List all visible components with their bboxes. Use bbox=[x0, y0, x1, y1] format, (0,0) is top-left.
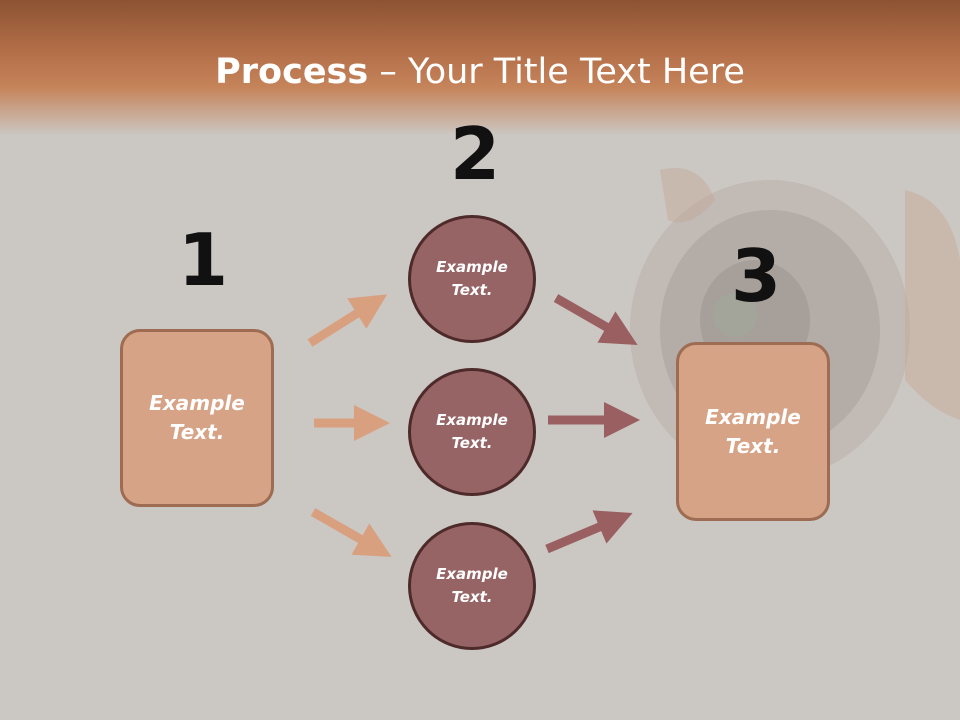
middle-node-top-label: Example Text. bbox=[436, 258, 508, 299]
slide-title: Process – Your Title Text Here bbox=[0, 52, 960, 92]
step-3-box: Example Text. bbox=[676, 342, 830, 521]
step-number-2: 2 bbox=[450, 112, 501, 196]
arrow-2a-to-3 bbox=[553, 294, 638, 345]
step-1-label: Example Text. bbox=[149, 391, 245, 444]
step-1-box: Example Text. bbox=[120, 329, 274, 507]
title-rest: – Your Title Text Here bbox=[368, 52, 745, 92]
arrow-1-to-2a bbox=[307, 294, 388, 347]
middle-node-center: Example Text. bbox=[408, 368, 536, 496]
middle-node-center-label: Example Text. bbox=[436, 411, 508, 452]
step-3-label: Example Text. bbox=[705, 404, 801, 458]
arrow-1-to-2c bbox=[310, 508, 392, 557]
header-band bbox=[0, 0, 960, 135]
step-number-1: 1 bbox=[178, 218, 229, 302]
title-bold: Process bbox=[215, 52, 369, 92]
arrow-2c-to-3 bbox=[545, 510, 633, 554]
step-number-3: 3 bbox=[731, 234, 782, 318]
middle-node-top: Example Text. bbox=[408, 215, 536, 343]
middle-node-bottom: Example Text. bbox=[408, 522, 536, 650]
middle-node-bottom-label: Example Text. bbox=[436, 565, 508, 606]
